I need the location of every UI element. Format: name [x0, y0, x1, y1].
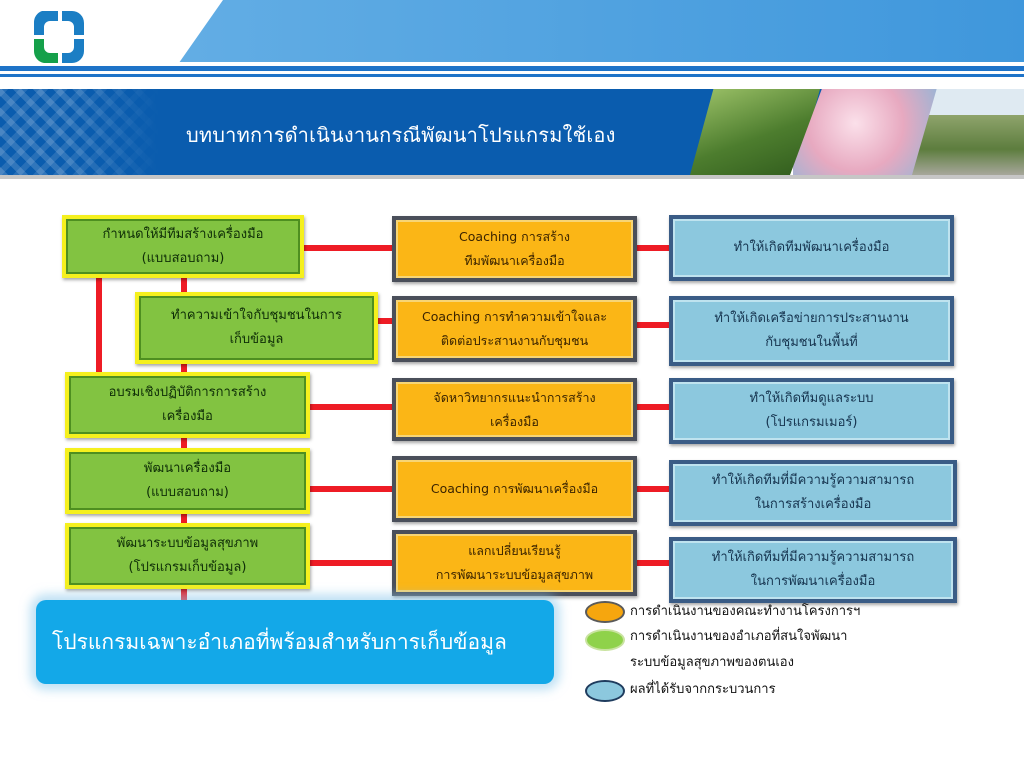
legend-label-blue: ผลที่ได้รับจากกระบวนการ	[630, 682, 776, 697]
connector-row3-right	[635, 404, 671, 410]
legend-label-green-line2: ระบบข้อมูลสุขภาพของตนเอง	[630, 655, 794, 670]
connector-row1-right	[635, 245, 671, 251]
header-rule-top	[0, 66, 1024, 71]
coaching-box-5: แลกเปลี่ยนเรียนรู้ การพัฒนาระบบข้อมูลสุข…	[392, 530, 637, 596]
connector-row5-right	[635, 560, 671, 566]
coaching-box-1: Coaching การสร้าง ทีมพัฒนาเครื่องมือ	[392, 216, 637, 282]
activity-box-3: อบรมเชิงปฏิบัติการการสร้าง เครื่องมือ	[65, 372, 310, 438]
coaching-box-3: จัดหาวิทยากรแนะนำการสร้าง เครื่องมือ	[392, 378, 637, 441]
organization-logo-icon	[33, 11, 84, 63]
activity-text-2: ทำความเข้าใจกับชุมชนในการ เก็บข้อมูล	[171, 308, 342, 347]
connector-row2-right	[635, 322, 671, 328]
activity-text-1: กำหนดให้มีทีมสร้างเครื่องมือ (แบบสอบถาม)	[102, 226, 264, 266]
legend-swatch-blue	[585, 680, 625, 702]
result-box-3: ทำให้เกิดทีมดูแลระบบ (โปรแกรมเมอร์)	[669, 378, 954, 444]
result-text-1: ทำให้เกิดทีมพัฒนาเครื่องมือ	[733, 240, 890, 255]
result-text-5: ทำให้เกิดทีมที่มีความรู้ความสามารถ ในการ…	[711, 550, 915, 589]
legend-swatch-green	[585, 629, 625, 651]
result-box-2: ทำให้เกิดเครือข่ายการประสานงาน กับชุมชนใ…	[669, 296, 954, 366]
result-text-2: ทำให้เกิดเครือข่ายการประสานงาน กับชุมชนใ…	[714, 311, 909, 350]
coaching-text-4: Coaching การพัฒนาเครื่องมือ	[430, 481, 599, 496]
activity-box-4: พัฒนาเครื่องมือ (แบบสอบถาม)	[65, 448, 310, 514]
connector-row4-right	[635, 486, 671, 492]
result-box-4: ทำให้เกิดทีมที่มีความรู้ความสามารถ ในการ…	[669, 460, 957, 526]
header-rule-bottom	[0, 74, 1024, 77]
banner-underline	[0, 175, 1024, 179]
coaching-text-1: Coaching การสร้าง ทีมพัฒนาเครื่องมือ	[459, 229, 570, 268]
activity-box-1: กำหนดให้มีทีมสร้างเครื่องมือ (แบบสอบถาม)	[62, 215, 304, 278]
connector-row2-left	[376, 318, 394, 324]
connector-center-trunk	[181, 276, 187, 602]
result-box-1: ทำให้เกิดทีมพัฒนาเครื่องมือ	[669, 215, 954, 281]
connector-row5-left	[308, 560, 394, 566]
activity-text-3: อบรมเชิงปฏิบัติการการสร้าง เครื่องมือ	[108, 385, 267, 424]
activity-box-5: พัฒนาระบบข้อมูลสุขภาพ (โปรแกรมเก็บข้อมูล…	[65, 523, 310, 589]
coaching-text-5: แลกเปลี่ยนเรียนรู้ การพัฒนาระบบข้อมูลสุข…	[435, 543, 594, 582]
coaching-text-2: Coaching การทำความเข้าใจและ ติดต่อประสาน…	[421, 309, 608, 348]
legend-swatch-orange	[585, 601, 625, 623]
connector-row4-left	[308, 486, 394, 492]
coaching-text-3: จัดหาวิทยากรแนะนำการสร้าง เครื่องมือ	[433, 389, 596, 429]
top-header-band	[0, 0, 1024, 68]
activity-text-5: พัฒนาระบบข้อมูลสุขภาพ (โปรแกรมเก็บข้อมูล…	[116, 536, 259, 575]
coaching-box-4: Coaching การพัฒนาเครื่องมือ	[392, 456, 637, 522]
activity-text-4: พัฒนาเครื่องมือ (แบบสอบถาม)	[143, 461, 232, 500]
connector-row1-left	[302, 245, 394, 251]
activity-box-2: ทำความเข้าใจกับชุมชนในการ เก็บข้อมูล	[135, 292, 378, 364]
result-text-4: ทำให้เกิดทีมที่มีความรู้ความสามารถ ในการ…	[711, 473, 915, 512]
banner-pattern	[0, 89, 160, 175]
coaching-box-2: Coaching การทำความเข้าใจและ ติดต่อประสาน…	[392, 296, 637, 362]
legend-label-orange: การดำเนินงานของคณะทำงานโครงการฯ	[630, 604, 861, 619]
program-outcome-box: โปรแกรมเฉพาะอำเภอที่พร้อมสำหรับการเก็บข้…	[36, 600, 554, 684]
connector-left-trunk	[96, 276, 102, 376]
program-outcome-text: โปรแกรมเฉพาะอำเภอที่พร้อมสำหรับการเก็บข้…	[52, 629, 507, 654]
result-box-5: ทำให้เกิดทีมที่มีความรู้ความสามารถ ในการ…	[669, 537, 957, 603]
result-text-3: ทำให้เกิดทีมดูแลระบบ (โปรแกรมเมอร์)	[749, 391, 874, 430]
slide-title: บทบาทการดำเนินงานกรณีพัฒนาโปรแกรมใช้เอง	[186, 123, 616, 147]
connector-row3-left	[308, 404, 394, 410]
legend-label-green-line1: การดำเนินงานของอำเภอที่สนใจพัฒนา	[630, 629, 848, 644]
